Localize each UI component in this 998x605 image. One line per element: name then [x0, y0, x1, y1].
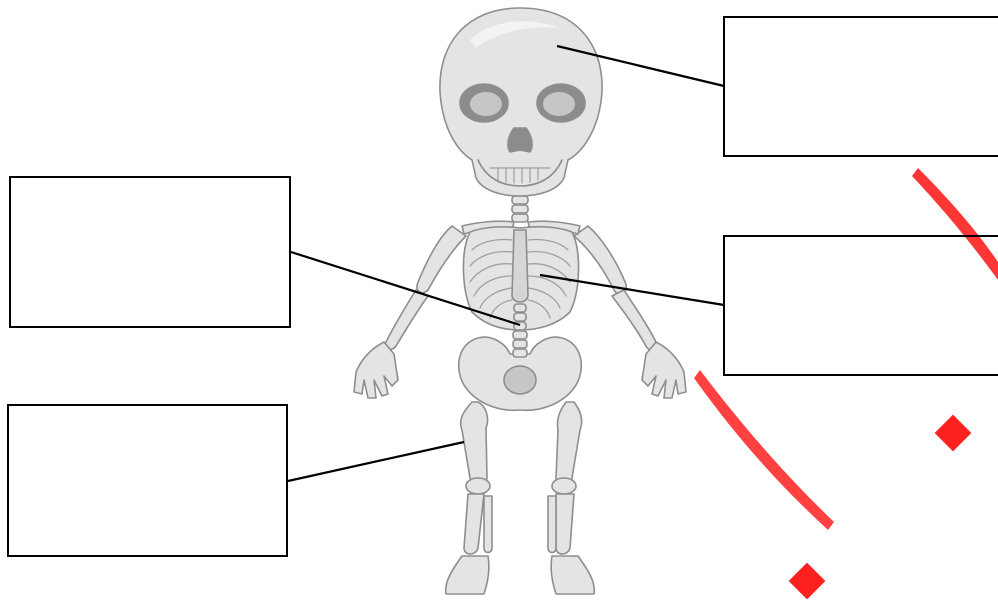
neck-vertebra — [512, 196, 528, 204]
spine — [513, 304, 527, 357]
left-hand — [354, 342, 398, 398]
left-kneecap — [466, 478, 490, 494]
left-leg — [446, 402, 492, 594]
right-arm — [574, 226, 686, 398]
nasal-cavity — [508, 128, 532, 152]
label-box-skull[interactable] — [723, 16, 998, 157]
right-fibula — [548, 496, 556, 553]
right-forearm — [612, 290, 657, 350]
left-humerus — [417, 226, 466, 293]
right-leg — [548, 402, 594, 594]
pelvis-opening — [504, 366, 536, 394]
right-foot — [551, 556, 594, 594]
watermark — [694, 168, 998, 599]
sternum — [512, 230, 528, 302]
left-fibula — [484, 496, 492, 553]
right-kneecap — [552, 478, 576, 494]
vertebra — [514, 304, 526, 312]
label-box-ribs[interactable] — [723, 235, 998, 376]
vertebra — [513, 340, 527, 348]
right-femur — [556, 402, 582, 484]
vertebra — [513, 349, 527, 357]
left-eye-inner — [470, 92, 502, 116]
right-tibia — [556, 494, 574, 554]
right-eye-inner — [543, 92, 575, 116]
left-forearm — [385, 290, 428, 349]
label-box-spine[interactable] — [9, 176, 291, 328]
left-foot — [446, 556, 489, 594]
vertebra — [514, 313, 526, 321]
watermark-diamond-right — [935, 415, 972, 452]
skeleton-illustration — [354, 8, 686, 594]
label-box-femur[interactable] — [7, 404, 288, 557]
watermark-stroke-lower — [694, 370, 834, 530]
left-arm — [354, 226, 466, 398]
left-tibia — [464, 494, 484, 554]
skull — [440, 8, 602, 196]
watermark-diamond-bottom — [789, 563, 826, 600]
left-femur — [461, 402, 488, 484]
vertebra — [513, 331, 527, 339]
neck-vertebra — [512, 214, 528, 222]
neck-vertebra — [512, 205, 528, 213]
neck-vertebrae — [512, 196, 528, 222]
leader-line-femur — [288, 442, 464, 481]
right-hand — [642, 342, 686, 398]
